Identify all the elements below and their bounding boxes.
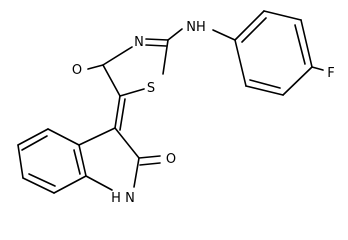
bond-ph5-ph6: [245, 85, 284, 96]
bond-ph3-ph4-double: [294, 24, 306, 65]
bond-n3-c2: [145, 38, 169, 41]
bond-ph1-ph2: [234, 10, 265, 41]
bond-c7a-c3a: [78, 144, 87, 177]
bond-c4-c5-double: [21, 135, 48, 151]
bond-ph5-ph6-double: [249, 79, 281, 89]
bond-c5-c3prime-double: [119, 98, 126, 131]
atom-o-thiazolone: O: [72, 63, 82, 78]
bond-c2-s1: [162, 39, 169, 75]
bond-ph4-ph5: [282, 66, 313, 96]
bond-ph4-f: [311, 66, 324, 71]
bond-c4-n3: [102, 46, 133, 66]
bond-n3-c2-double: [145, 44, 167, 47]
atom-n-ring: N: [134, 35, 144, 50]
bond-c5-c3prime: [114, 95, 121, 129]
bond-c2-nh: [167, 28, 183, 41]
bond-n1-c7a: [85, 175, 113, 191]
bond-c5-c6: [17, 144, 24, 179]
atom-f: F: [327, 66, 334, 81]
bond-s1-c5: [119, 88, 145, 97]
bond-c6-c7-double: [28, 173, 56, 187]
bond-ph2-ph3: [263, 10, 302, 21]
bond-c6-c7: [22, 177, 55, 194]
thiazolone-ring: [87, 38, 169, 97]
atom-s-ring: S: [147, 81, 155, 96]
bond-c4-o: [87, 64, 104, 70]
bond-ph1-ph2-double: [241, 17, 267, 43]
molecule-structure: O N NH S F O H N: [17, 10, 335, 206]
bond-c3-c2: [114, 127, 140, 159]
bond-c2-n1: [133, 157, 140, 188]
bond-c2-o-double: [139, 162, 161, 166]
atom-o-oxindole: O: [166, 152, 176, 167]
bond-c2-o: [138, 155, 161, 159]
bond-c5-c4: [102, 64, 121, 97]
fluorophenyl-ring: [234, 10, 324, 96]
oxindole-benzene-ring: [17, 128, 87, 194]
bond-c7-c7a: [53, 175, 87, 194]
bond-ph6-ph1: [234, 39, 247, 87]
atom-hn-oxindole: H N: [111, 191, 135, 206]
bond-ph3-ph4: [300, 19, 313, 68]
bond-c3a-c3: [78, 127, 116, 146]
bond-c3a-c7a-inner: [73, 149, 81, 175]
amine-linker: [167, 28, 236, 41]
oxindole-five-ring: [78, 127, 161, 191]
bond-nh-aryl: [212, 29, 236, 41]
bond-c4-c5: [17, 128, 49, 146]
bond-c3a-c4: [47, 128, 80, 146]
exocyclic-double-bond: [114, 95, 126, 131]
atom-nh-amine: NH: [186, 20, 206, 35]
atom-labels: O N NH S F O H N: [72, 20, 335, 206]
molecule-canvas: O N NH S F O H N: [17, 10, 335, 206]
